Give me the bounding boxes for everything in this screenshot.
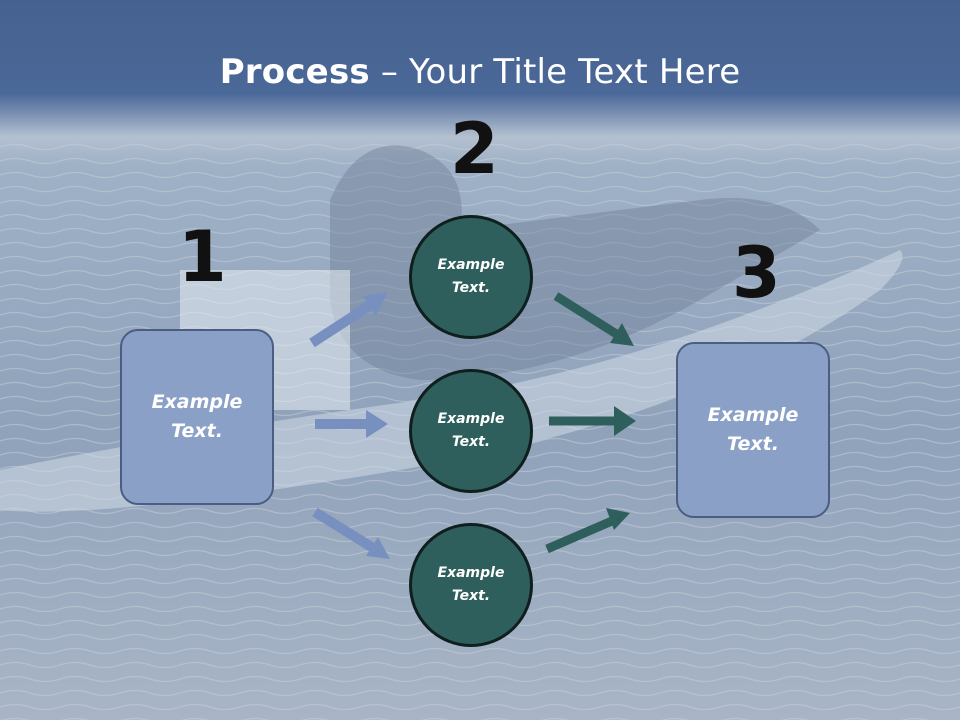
slide-title: Process – Your Title Text Here bbox=[0, 52, 960, 92]
arrow-left-to-top bbox=[309, 292, 388, 348]
right-box: Example Text. bbox=[676, 342, 830, 518]
right-box-text: Example Text. bbox=[707, 404, 799, 455]
circle-top: Example Text. bbox=[409, 215, 533, 339]
circle-bottom: Example Text. bbox=[409, 523, 533, 647]
arrow-top-to-right bbox=[553, 292, 634, 346]
circle-top-text: Example Text. bbox=[437, 257, 505, 296]
arrow-left-to-middle bbox=[315, 410, 388, 438]
step-number-2: 2 bbox=[450, 108, 499, 190]
circle-bottom-text: Example Text. bbox=[437, 565, 505, 604]
title-rest: – Your Title Text Here bbox=[369, 52, 741, 92]
step-number-3: 3 bbox=[732, 232, 781, 314]
arrow-left-to-bottom bbox=[312, 507, 390, 559]
step-number-1: 1 bbox=[178, 216, 227, 298]
arrow-middle-to-right bbox=[549, 406, 636, 436]
circle-middle-text: Example Text. bbox=[437, 411, 505, 450]
arrow-bottom-to-right bbox=[545, 508, 630, 554]
left-box-text: Example Text. bbox=[151, 391, 243, 442]
title-bold: Process bbox=[219, 52, 370, 92]
left-box: Example Text. bbox=[120, 329, 274, 505]
circle-middle: Example Text. bbox=[409, 369, 533, 493]
